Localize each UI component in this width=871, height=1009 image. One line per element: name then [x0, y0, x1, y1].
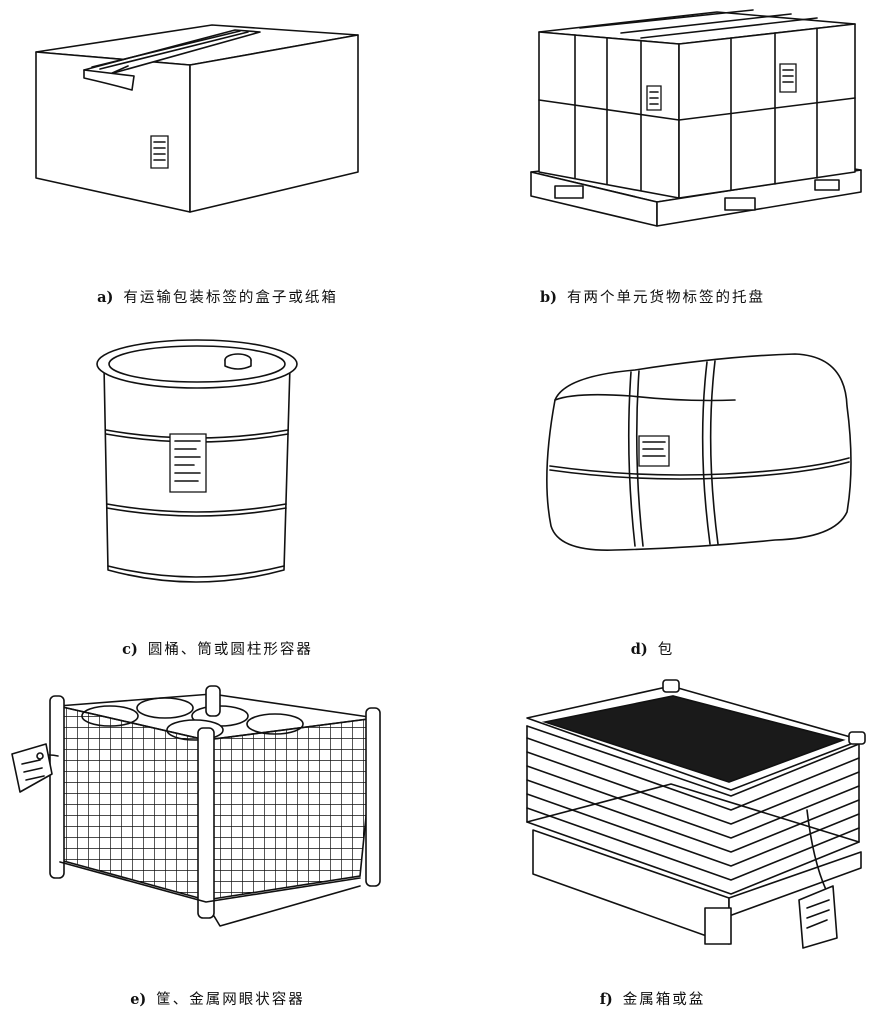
- metal-bin-icon: [435, 672, 870, 1008]
- figure-f-letter: f): [599, 991, 613, 1008]
- figure-d-panel: d) 包: [435, 326, 870, 662]
- figure-e-letter: e): [130, 991, 147, 1008]
- figure-b-panel: b) 有两个单元货物标签的托盘: [435, 0, 870, 336]
- figure-b-label: 有两个单元货物标签的托盘: [567, 290, 765, 306]
- figure-a-letter: a): [97, 289, 114, 306]
- figure-c-letter: c): [122, 641, 138, 658]
- figure-e-panel: e) 筐、金属网眼状容器: [0, 672, 435, 1008]
- figure-d-letter: d): [630, 641, 648, 658]
- pallet-icon: [435, 0, 870, 336]
- figure-a-caption: a) 有运输包装标签的盒子或纸箱: [0, 286, 435, 307]
- figure-f-panel: f) 金属箱或盆: [435, 672, 870, 1008]
- figure-e-caption: e) 筐、金属网眼状容器: [0, 988, 435, 1009]
- cardboard-box-icon: [0, 0, 435, 336]
- figure-e-label: 筐、金属网眼状容器: [156, 992, 305, 1008]
- figure-f-label: 金属箱或盆: [622, 992, 706, 1008]
- figure-c-panel: c) 圆桶、筒或圆柱形容器: [0, 326, 435, 662]
- drum-icon: [0, 326, 435, 662]
- figure-a-panel: a) 有运输包装标签的盒子或纸箱: [0, 0, 435, 336]
- bale-icon: [435, 326, 870, 662]
- figure-f-caption: f) 金属箱或盆: [435, 988, 870, 1009]
- figure-a-label: 有运输包装标签的盒子或纸箱: [123, 290, 338, 306]
- wire-basket-icon: [0, 672, 435, 1008]
- figure-d-label: 包: [657, 642, 675, 658]
- figure-c-caption: c) 圆桶、筒或圆柱形容器: [0, 638, 435, 659]
- figure-d-caption: d) 包: [435, 638, 870, 659]
- figure-b-caption: b) 有两个单元货物标签的托盘: [435, 286, 870, 307]
- figure-b-letter: b): [540, 289, 557, 306]
- figure-c-label: 圆桶、筒或圆柱形容器: [147, 642, 313, 658]
